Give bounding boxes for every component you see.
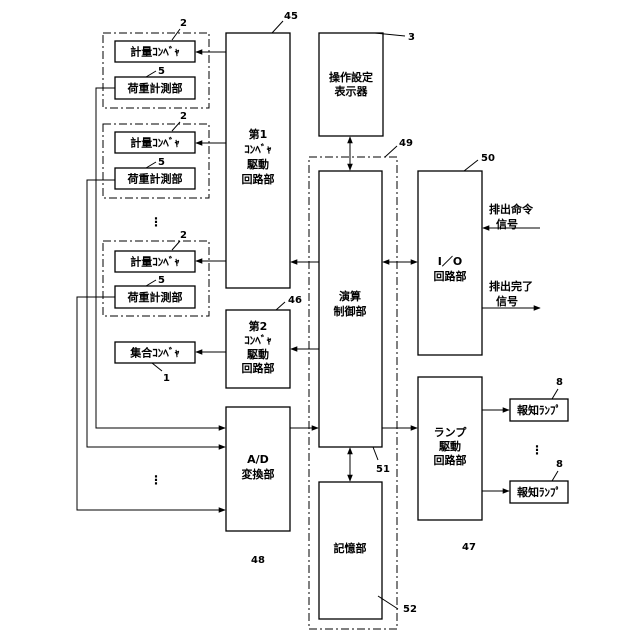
ref-5-c: 5 (158, 275, 165, 286)
ref-1: 1 (163, 373, 170, 384)
load-measure-label-3: 荷重計測部 (127, 290, 183, 304)
ref-48: 48 (251, 555, 265, 566)
conveyor-drive-2-line-3: 駆動 (247, 347, 269, 361)
weigh-conveyor-label-2: 計量ｺﾝﾍﾞｬ (130, 136, 180, 150)
ad-converter-line-2: 変換部 (242, 467, 275, 481)
leader-5-b (146, 162, 156, 168)
ref-2-c: 2 (180, 230, 187, 241)
ref-51: 51 (376, 464, 390, 475)
leader-2-b (172, 122, 180, 131)
lamp-drive-line-2: 駆動 (439, 439, 461, 453)
ref-52: 52 (403, 604, 417, 615)
leader-5-a (146, 71, 156, 77)
ref-47: 47 (462, 542, 476, 553)
ref-8-b: 8 (556, 459, 563, 470)
io-circuit-line-2: 回路部 (434, 269, 467, 283)
conveyor-drive-2-line-2: ｺﾝﾍﾞｬ (244, 333, 272, 347)
leader-51 (373, 447, 378, 460)
ref-49: 49 (399, 138, 413, 149)
conveyor-drive-2-line-1: 第2 (249, 319, 268, 333)
notify-lamp-label-2: 報知ﾗﾝﾌﾟ (517, 485, 561, 499)
conveyor-drive-1-line-2: ｺﾝﾍﾞｬ (244, 142, 272, 156)
arithmetic-control-line-2: 制御部 (334, 304, 367, 318)
ellipsis-units-bottom: ⋮ (150, 473, 162, 487)
conveyor-drive-2-line-4: 回路部 (242, 361, 275, 375)
leader-46 (276, 302, 285, 310)
leader-8-b (552, 471, 558, 481)
leader-2-c (172, 241, 180, 250)
notify-lamp-label-1: 報知ﾗﾝﾌﾟ (517, 403, 561, 417)
load-measure-label-2: 荷重計測部 (127, 172, 183, 186)
ref-46: 46 (288, 295, 302, 306)
leader-45 (272, 21, 283, 33)
ellipsis-lamps: ⋮ (531, 443, 543, 457)
ad-converter-line-1: A/D (247, 453, 269, 466)
ref-8-a: 8 (556, 377, 563, 388)
operation-display-line-2: 表示器 (334, 84, 369, 98)
load-measure-label-1: 荷重計測部 (127, 81, 183, 95)
leader-2-a (172, 29, 180, 40)
conveyor-drive-1-line-3: 駆動 (247, 157, 269, 171)
ref-2-b: 2 (180, 111, 187, 122)
leader-50 (464, 160, 478, 171)
storage-label: 記憶部 (334, 541, 367, 555)
leader-8-a (552, 389, 558, 399)
ref-5-b: 5 (158, 157, 165, 168)
ref-3: 3 (408, 32, 415, 43)
ref-2-a: 2 (180, 18, 187, 29)
conveyor-drive-1-line-4: 回路部 (242, 172, 275, 186)
discharge-complete-line-1: 排出完了 (489, 279, 533, 293)
ellipsis-units-top: ⋮ (150, 215, 162, 229)
arithmetic-control-line-1: 演算 (339, 289, 361, 303)
lamp-drive-line-1: ランプ (434, 425, 468, 439)
leader-5-c (146, 280, 156, 286)
io-circuit-line-1: I／O (438, 255, 462, 268)
leader-49 (385, 146, 397, 157)
discharge-command-line-2: 信号 (496, 217, 518, 231)
conveyor-drive-1-line-1: 第1 (249, 127, 268, 141)
discharge-command-line-1: 排出命令 (489, 202, 534, 216)
operation-display-line-1: 操作設定 (329, 70, 373, 84)
ref-5-a: 5 (158, 66, 165, 77)
ref-45: 45 (284, 11, 298, 22)
lamp-drive-line-3: 回路部 (434, 453, 467, 467)
weigh-conveyor-label-1: 計量ｺﾝﾍﾞｬ (130, 45, 180, 59)
weigh-conveyor-label-3: 計量ｺﾝﾍﾞｬ (130, 255, 180, 269)
collect-conveyor-label: 集合ｺﾝﾍﾞｬ (129, 346, 180, 360)
ref-50: 50 (481, 153, 495, 164)
leader-1 (152, 363, 162, 371)
discharge-complete-line-2: 信号 (496, 294, 518, 308)
